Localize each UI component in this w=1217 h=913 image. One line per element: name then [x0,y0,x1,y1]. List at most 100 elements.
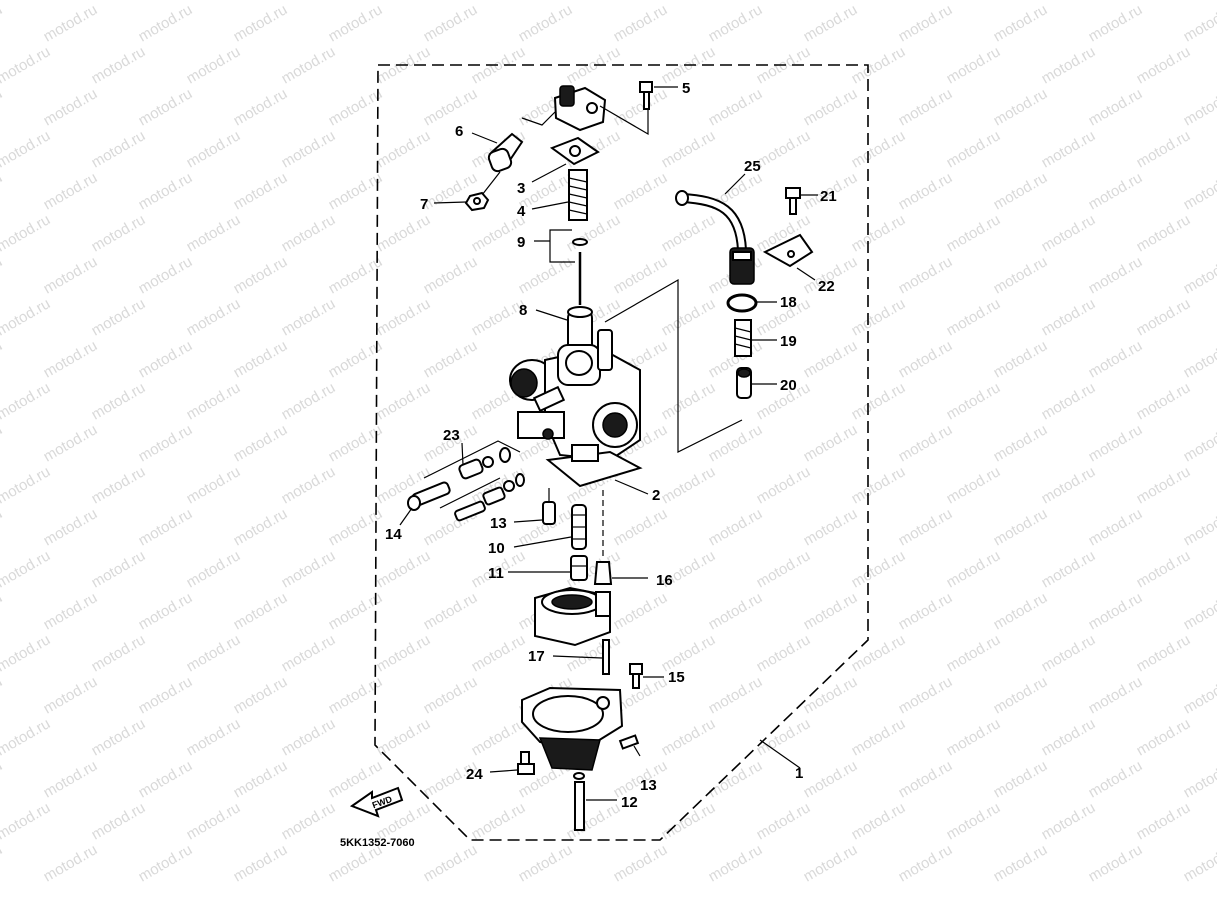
watermark-text: motod.ru [184,127,244,171]
watermark-text: motod.ru [1039,43,1099,87]
watermark-text: motod.ru [279,295,339,339]
watermark-text: motod.ru [849,799,909,843]
watermark-text: motod.ru [0,715,53,759]
watermark-text: motod.ru [896,841,956,885]
watermark-text: motod.ru [469,799,529,843]
watermark-text: motod.ru [896,169,956,213]
callout-3: 3 [517,180,525,197]
callout-11: 11 [488,565,504,582]
watermark-text: motod.ru [184,379,244,423]
callout-14: 14 [385,526,402,543]
watermark-text: motod.ru [1039,379,1099,423]
fwd-arrow-icon: FWD [349,786,404,818]
watermark-text: motod.ru [0,169,5,213]
watermark-text: motod.ru [279,631,339,675]
watermark-text: motod.ru [0,841,5,885]
callout-19: 19 [780,333,797,350]
watermark-text: motod.ru [0,1,5,45]
part-22-plate [762,233,814,268]
watermark-text: motod.ru [231,505,291,549]
watermark-text: motod.ru [1134,799,1194,843]
watermark-text: motod.ru [184,463,244,507]
watermark-text: motod.ru [896,337,956,381]
watermark-text: motod.ru [279,463,339,507]
watermark-text: motod.ru [754,715,814,759]
watermark-text: motod.ru [1181,421,1217,465]
watermark-text: motod.ru [41,85,101,129]
watermark-text: motod.ru [326,757,386,801]
watermark-text: motod.ru [706,85,766,129]
watermark-text: motod.ru [136,169,196,213]
watermark-text: motod.ru [611,253,671,297]
part-float-bowl [521,686,624,771]
callout-13-upper: 13 [490,515,507,532]
watermark-text: motod.ru [1039,295,1099,339]
watermark-text: motod.ru [136,253,196,297]
part-20-plunger [736,367,752,399]
watermark-text: motod.ru [944,631,1004,675]
watermark-text: motod.ru [421,337,481,381]
watermark-text: motod.ru [184,295,244,339]
diagram-code: 5KK1352-7060 [340,837,415,849]
watermark-text: motod.ru [1181,841,1217,885]
watermark-text: motod.ru [231,421,291,465]
watermark-text: motod.ru [89,463,149,507]
watermark-text: motod.ru [944,799,1004,843]
watermark-text: motod.ru [136,841,196,885]
watermark-text: motod.ru [374,0,434,3]
watermark-text: motod.ru [849,715,909,759]
watermark-text: motod.ru [991,421,1051,465]
watermark-text: motod.ru [801,589,861,633]
watermark-text: motod.ru [849,547,909,591]
watermark-text: motod.ru [659,799,719,843]
watermark-text: motod.ru [659,127,719,171]
callout-4: 4 [517,203,526,220]
watermark-text: motod.ru [801,85,861,129]
watermark-text: motod.ru [991,841,1051,885]
watermark-text: motod.ru [231,169,291,213]
callout-9: 9 [517,234,525,251]
watermark-text: motod.ru [89,211,149,255]
watermark-text: motod.ru [896,1,956,45]
part-13-drain-screw [618,734,640,750]
watermark-text: motod.ru [896,505,956,549]
part-8-slide [567,306,593,355]
watermark-text: motod.ru [1086,85,1146,129]
watermark-text: motod.ru [421,85,481,129]
watermark-text: motod.ru [1086,757,1146,801]
watermark-text: motod.ru [89,379,149,423]
callout-17: 17 [528,648,545,665]
callout-10: 10 [488,540,505,557]
watermark-text: motod.ru [659,715,719,759]
watermark-text: motod.ru [136,85,196,129]
watermark-text: motod.ru [279,799,339,843]
watermark-text: motod.ru [41,673,101,717]
part-12-tube [573,772,585,831]
watermark-text: motod.ru [1086,421,1146,465]
watermark-text: motod.ru [1039,463,1099,507]
watermark-text: motod.ru [231,757,291,801]
watermark-text: motod.ru [279,547,339,591]
watermark-text: motod.ru [421,589,481,633]
watermark-text: motod.ru [754,631,814,675]
watermark-text: motod.ru [41,169,101,213]
callout-15: 15 [668,669,685,686]
watermark-text: motod.ru [1134,43,1194,87]
watermark-text: motod.ru [279,715,339,759]
watermark-text: motod.ru [754,799,814,843]
watermark-text: motod.ru [231,673,291,717]
watermark-text: motod.ru [1134,631,1194,675]
watermark-text: motod.ru [1181,169,1217,213]
watermark-text: motod.ru [849,295,909,339]
watermark-text: motod.ru [1134,547,1194,591]
watermark-text: motod.ru [1134,463,1194,507]
watermark-text: motod.ru [1181,757,1217,801]
watermark-text: motod.ru [41,1,101,45]
watermark-text: motod.ru [1134,211,1194,255]
watermark-text: motod.ru [231,85,291,129]
watermark-text: motod.ru [326,85,386,129]
watermark-text: motod.ru [0,757,5,801]
part-13-jet-upper [542,488,556,525]
watermark-text: motod.ru [706,841,766,885]
